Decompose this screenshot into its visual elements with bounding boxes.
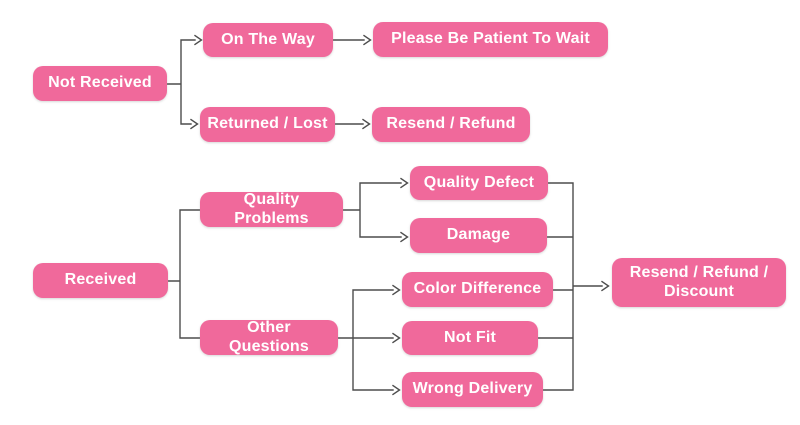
arrowhead-to-not-fit xyxy=(392,332,401,344)
node-on-the-way: On The Way xyxy=(203,23,333,57)
arrowhead-to-damage xyxy=(400,231,409,243)
edge-collector xyxy=(537,182,603,391)
arrowhead-to-quality-defect xyxy=(400,177,409,189)
arrowhead-to-resend-refund-discount xyxy=(601,280,610,292)
node-quality-defect: Quality Defect xyxy=(410,166,548,200)
edge-quality-problems-branch xyxy=(342,182,402,238)
node-returned-lost: Returned / Lost xyxy=(200,107,335,142)
arrowhead-to-returned-lost xyxy=(190,118,199,130)
node-resend-refund: Resend / Refund xyxy=(372,107,530,142)
node-please-be-patient: Please Be Patient To Wait xyxy=(373,22,608,57)
node-resend-refund-discount: Resend / Refund / Discount xyxy=(612,258,786,307)
node-quality-problems: Quality Problems xyxy=(200,191,343,227)
node-other-questions: Other Questions xyxy=(200,319,338,355)
arrowhead-to-please-be-patient xyxy=(363,34,372,46)
arrowhead-to-resend-refund xyxy=(362,118,371,130)
arrowhead-to-wrong-delivery xyxy=(392,384,401,396)
arrowhead-to-on-the-way xyxy=(194,34,203,46)
node-received: Received xyxy=(33,263,168,298)
edge-not-received-branch xyxy=(166,39,196,125)
node-color-difference: Color Difference xyxy=(402,272,553,307)
edge-other-questions-branch xyxy=(337,289,394,391)
connector-group xyxy=(166,34,610,396)
node-wrong-delivery: Wrong Delivery xyxy=(402,372,543,407)
node-not-received: Not Received xyxy=(33,66,167,101)
node-not-fit: Not Fit xyxy=(402,321,538,355)
arrowhead-to-color-difference xyxy=(392,284,401,296)
node-damage: Damage xyxy=(410,218,547,253)
edge-received-branch xyxy=(167,209,201,339)
